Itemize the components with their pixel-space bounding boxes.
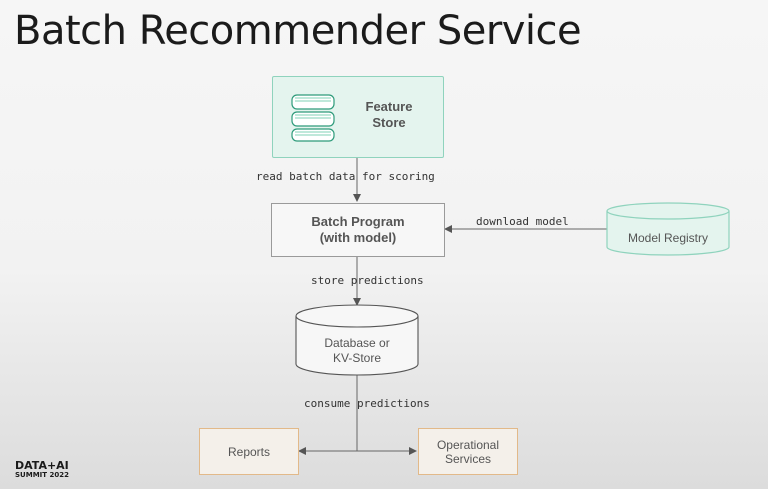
logo-line-1: DATA+AI [15, 459, 69, 472]
data-ai-summit-logo: DATA+AI SUMMIT 2022 [15, 460, 69, 480]
database-cylinder [295, 304, 419, 376]
feature-store-label: Feature Store [365, 99, 413, 130]
feature-store-node: Feature Store [272, 76, 444, 158]
database-stack-icon [291, 94, 335, 142]
model-registry-label: Model Registry [627, 231, 709, 245]
batch-program-node: Batch Program (with model) [271, 203, 445, 257]
edge-label-download: download model [476, 215, 569, 228]
edge-label-store: store predictions [311, 274, 424, 287]
edge-label-read: read batch data for scoring [256, 170, 435, 183]
model-registry-cylinder [606, 202, 730, 256]
slide-title: Batch Recommender Service [14, 8, 582, 54]
logo-line-2: SUMMIT 2022 [15, 471, 69, 479]
database-label: Database or KV-Store [324, 336, 390, 365]
operational-services-node: Operational Services [418, 428, 518, 475]
reports-node: Reports [199, 428, 299, 475]
edge-label-consume: consume predictions [304, 397, 430, 410]
